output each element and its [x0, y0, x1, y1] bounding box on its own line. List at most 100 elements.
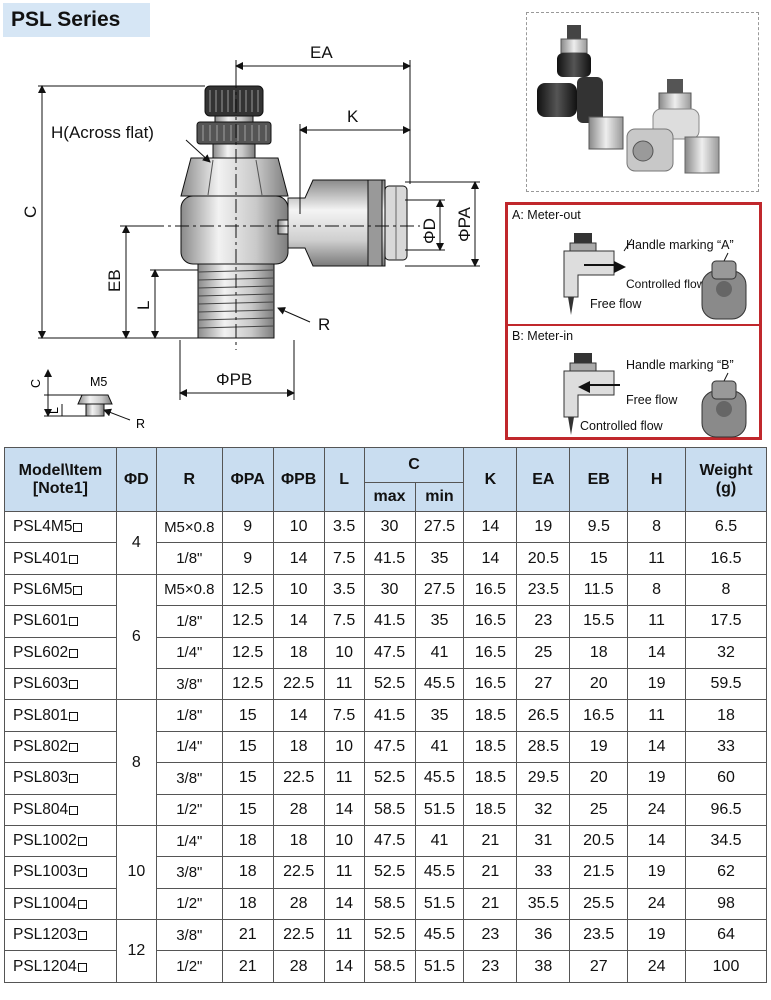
- cell-value: 28: [272, 950, 325, 983]
- cell-value: 29.5: [516, 762, 571, 795]
- cell-value: 41: [414, 824, 465, 858]
- cell-value: 16.5: [463, 605, 518, 638]
- c-label: C: [21, 206, 40, 218]
- option-box-icon: [77, 837, 87, 847]
- spec-table: Model\Item[Note1] ΦD R ΦPA ΦPB L C K EA …: [4, 447, 767, 983]
- cell-value: 52.5: [363, 919, 416, 952]
- option-box-icon: [77, 931, 87, 941]
- cell-value: 9: [221, 510, 274, 544]
- cell-value: 33: [685, 730, 767, 764]
- cell-value: 59.5: [685, 667, 767, 701]
- cell-value: 1/4": [155, 730, 223, 764]
- cell-value: 14: [272, 605, 325, 638]
- cell-value: 27: [516, 667, 571, 701]
- cell-value: 14: [323, 887, 365, 921]
- handle-marking-b: Handle marking “B”: [626, 358, 734, 372]
- cell-model: PSL802: [4, 730, 117, 764]
- cell-value: 18.5: [463, 762, 518, 795]
- small-c-label: C: [29, 379, 43, 388]
- cell-value: 58.5: [363, 793, 416, 826]
- cell-model: PSL601: [4, 605, 117, 638]
- option-box-icon: [73, 585, 83, 595]
- cell-value: 10: [323, 730, 365, 764]
- cell-value: 20: [569, 667, 629, 701]
- l-label: L: [134, 301, 153, 310]
- cell-value: 16.5: [463, 573, 518, 607]
- hex-nut: [180, 157, 289, 197]
- header-c-min: min: [414, 482, 465, 512]
- cell-model: PSL602: [4, 636, 117, 669]
- cell-value: 62: [685, 856, 767, 889]
- cell-value: 7.5: [323, 699, 365, 732]
- cell-value: 25: [569, 793, 629, 826]
- cell-value: 38: [516, 950, 571, 983]
- header-pb: ΦPB: [272, 447, 325, 512]
- cell-value: 23.5: [516, 573, 571, 607]
- header-weight: Weight(g): [685, 447, 767, 512]
- cell-value: 58.5: [363, 950, 416, 983]
- cell-value: 21: [463, 824, 518, 858]
- cell-value: 11.5: [569, 573, 629, 607]
- cell-value: 28: [272, 887, 325, 921]
- option-box-icon: [69, 711, 79, 721]
- cell-value: 11: [323, 667, 365, 701]
- option-box-icon: [69, 648, 79, 658]
- pa-label: ΦPA: [455, 206, 474, 242]
- small-l-label: L: [47, 407, 61, 414]
- cell-value: 8: [627, 573, 687, 607]
- cell-value: 14: [463, 510, 518, 544]
- cell-value: M5×0.8: [155, 573, 223, 607]
- cell-value: 1/8": [155, 699, 223, 732]
- cell-value: 45.5: [414, 856, 465, 889]
- cell-value: 12.5: [221, 636, 274, 669]
- cell-model: PSL1002: [4, 824, 117, 858]
- cell-value: 7.5: [323, 542, 365, 575]
- option-box-icon: [77, 899, 87, 909]
- product-photo: [526, 12, 759, 192]
- cell-value: 15: [221, 793, 274, 826]
- cell-value: 16.5: [569, 699, 629, 732]
- cell-value: 19: [627, 919, 687, 952]
- cell-value: 11: [323, 762, 365, 795]
- cell-value: 18: [685, 699, 767, 732]
- d-label: ΦD: [420, 218, 439, 244]
- cell-value: 14: [627, 636, 687, 669]
- cell-value: 11: [323, 919, 365, 952]
- cell-value: 21: [221, 950, 274, 983]
- option-box-icon: [69, 805, 79, 815]
- cell-value: 1/8": [155, 605, 223, 638]
- header-model: Model\Item[Note1]: [4, 447, 117, 512]
- cell-value: 45.5: [414, 762, 465, 795]
- cell-value: 23: [516, 605, 571, 638]
- option-box-icon: [69, 680, 79, 690]
- cell-value: 3/8": [155, 667, 223, 701]
- cell-d: 10: [115, 824, 157, 921]
- cell-value: 16.5: [463, 636, 518, 669]
- cell-value: 27.5: [414, 573, 465, 607]
- cell-value: 8: [685, 573, 767, 607]
- m5-small-drawing: [44, 369, 131, 421]
- cell-value: 20.5: [516, 542, 571, 575]
- cell-value: 52.5: [363, 856, 416, 889]
- cell-value: 1/2": [155, 887, 223, 921]
- header-eb: EB: [569, 447, 629, 512]
- cell-d: 4: [115, 511, 157, 575]
- cell-value: 32: [516, 793, 571, 826]
- cell-value: 41: [414, 730, 465, 764]
- header-c: C: [363, 447, 465, 483]
- cell-value: 41.5: [363, 605, 416, 638]
- cell-value: 19: [627, 762, 687, 795]
- cell-value: 20.5: [569, 824, 629, 858]
- header-d: ΦD: [115, 447, 157, 512]
- cell-value: 18: [569, 636, 629, 669]
- cell-value: 19: [627, 667, 687, 701]
- meter-in-title: B: Meter-in: [512, 329, 574, 343]
